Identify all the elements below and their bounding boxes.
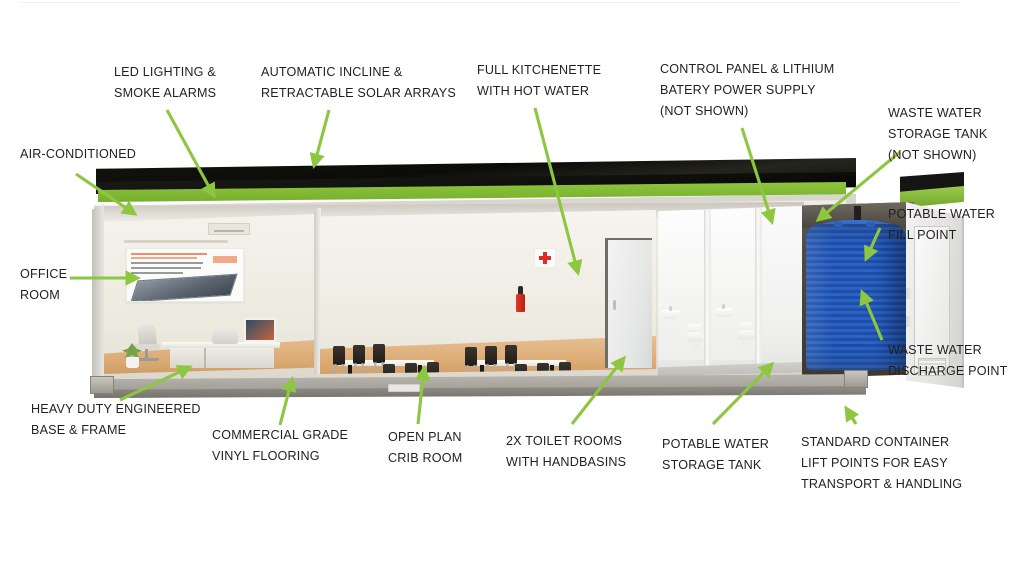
toilet-1-icon — [686, 324, 704, 348]
office-room-bay — [104, 214, 316, 374]
office-desk-pedestal — [170, 346, 274, 368]
toilet-divider-wall-1 — [704, 206, 711, 366]
crib-chair — [352, 345, 366, 374]
crib-room-bay — [320, 210, 656, 374]
callout-potable-storage-tank: POTABLE WATER STORAGE TANK — [662, 437, 770, 472]
callout-crib-room: OPEN PLAN CRIB ROOM — [388, 430, 463, 465]
roof-end-cap-dark — [900, 172, 964, 192]
first-aid-cross-icon — [534, 248, 556, 268]
office-desk-top — [162, 342, 280, 348]
crib-chair — [464, 347, 478, 374]
toilet-bowl — [686, 332, 704, 342]
handbasin-1-icon — [662, 306, 680, 319]
crib-chair — [372, 344, 386, 374]
toilet-base — [742, 339, 751, 346]
potable-water-fill-point-icon — [906, 288, 912, 299]
plant-pot — [126, 357, 139, 368]
poster-text-line-3 — [131, 272, 183, 274]
kitchenette-door — [605, 238, 652, 368]
crib-chair — [536, 363, 550, 374]
callout-toilet-rooms: 2x TOILET ROOMS WITH HANDBASINS — [506, 434, 627, 469]
crib-chair — [484, 346, 498, 374]
lift-point-corner-casting-left — [90, 376, 114, 394]
container-unit-illustration — [88, 158, 964, 416]
toilet-base — [691, 341, 700, 348]
office-visitor-chair — [208, 326, 242, 350]
table-top — [470, 360, 566, 366]
container-end-panel — [906, 202, 964, 388]
end-panel-vent — [918, 358, 946, 376]
table-top — [338, 360, 434, 366]
task-chair-seat — [134, 344, 160, 350]
air-conditioner-unit-icon — [208, 223, 250, 235]
poster-text-line-1 — [131, 262, 203, 264]
fire-extinguisher-icon — [516, 286, 525, 312]
extinguisher-body — [516, 294, 525, 312]
callout-base-frame: HEAVY DUTY ENGINEERED BASE & FRAME — [31, 402, 201, 437]
table-leg-left — [348, 365, 352, 374]
visitor-chair-back — [212, 326, 238, 344]
task-chair-base — [135, 358, 159, 361]
callout-led-lighting: LED LIGHTING & SMOKE ALARMS — [114, 65, 217, 100]
poster-accent-bar — [131, 253, 207, 255]
poster-logo — [213, 256, 237, 263]
extinguisher-head — [518, 286, 523, 295]
poster-text-line-2 — [131, 267, 201, 269]
potable-water-tank-bay — [802, 202, 914, 378]
toilet-bowl — [737, 330, 755, 340]
table-leg-right — [550, 365, 554, 374]
office-task-chair — [132, 323, 162, 362]
wall-poster — [126, 248, 244, 302]
poster-solar-panel-graphic — [130, 273, 238, 301]
callout-lift-points: STANDARD CONTAINER LIFT POINTS FOR EASY … — [801, 435, 963, 491]
crib-chair — [332, 346, 346, 374]
tank-cap-2 — [866, 222, 875, 227]
crib-chair — [404, 363, 418, 374]
lift-point-corner-casting-right — [844, 370, 868, 388]
callout-waste-water-tank: WASTE WATER STORAGE TANK (NOT SHOWN) — [888, 106, 988, 162]
toilet-divider-wall-2 — [755, 206, 762, 366]
potable-water-tank-icon — [806, 224, 906, 370]
roof-end-cap-green — [900, 186, 964, 208]
page-top-rule — [20, 2, 960, 3]
first-aid-cross-glyph — [539, 252, 551, 264]
callout-office-room: OFFICE ROOM — [20, 267, 68, 302]
task-chair-post — [145, 349, 148, 359]
callout-air-conditioned: AIR-CONDITIONED — [20, 147, 137, 161]
crib-chair — [504, 345, 518, 374]
base-id-plate — [388, 384, 420, 392]
table-leg-left — [480, 365, 484, 374]
crib-chair — [382, 364, 396, 374]
waste-water-discharge-point-icon — [906, 316, 912, 327]
led-light-fitting-icon — [124, 240, 228, 243]
office-crib-partition — [314, 208, 321, 374]
callout-potable-fill-point: POTABLE WATER FILL POINT — [888, 207, 996, 242]
callout-kitchenette: FULL KITCHENETTE WITH HOT WATER — [477, 63, 602, 98]
office-monitor-icon — [244, 318, 276, 342]
callout-control-panel: CONTROL PANEL & LITHIUM BATERY POWER SUP… — [660, 62, 835, 118]
tank-cap-1 — [834, 222, 843, 227]
handbasin-2-icon — [715, 304, 733, 317]
callout-solar-arrays: AUTOMATIC INCLINE & RETRACTABLE SOLAR AR… — [261, 65, 456, 100]
toilet-rooms-bay — [658, 206, 802, 376]
toilet-cistern — [688, 324, 701, 333]
crib-chair — [426, 362, 440, 374]
callout-waste-discharge-point: WASTE WATER DISCHARGE POINT — [888, 343, 1008, 378]
crib-chair — [514, 364, 528, 374]
callout-vinyl-flooring: COMMERCIAL GRADE VINYL FLOORING — [212, 428, 349, 463]
office-plant-icon — [122, 342, 142, 368]
toilet-2-icon — [737, 322, 755, 346]
container-left-post — [92, 204, 104, 390]
toilet-cistern — [739, 322, 752, 331]
poster-accent-bar-2 — [131, 257, 197, 259]
